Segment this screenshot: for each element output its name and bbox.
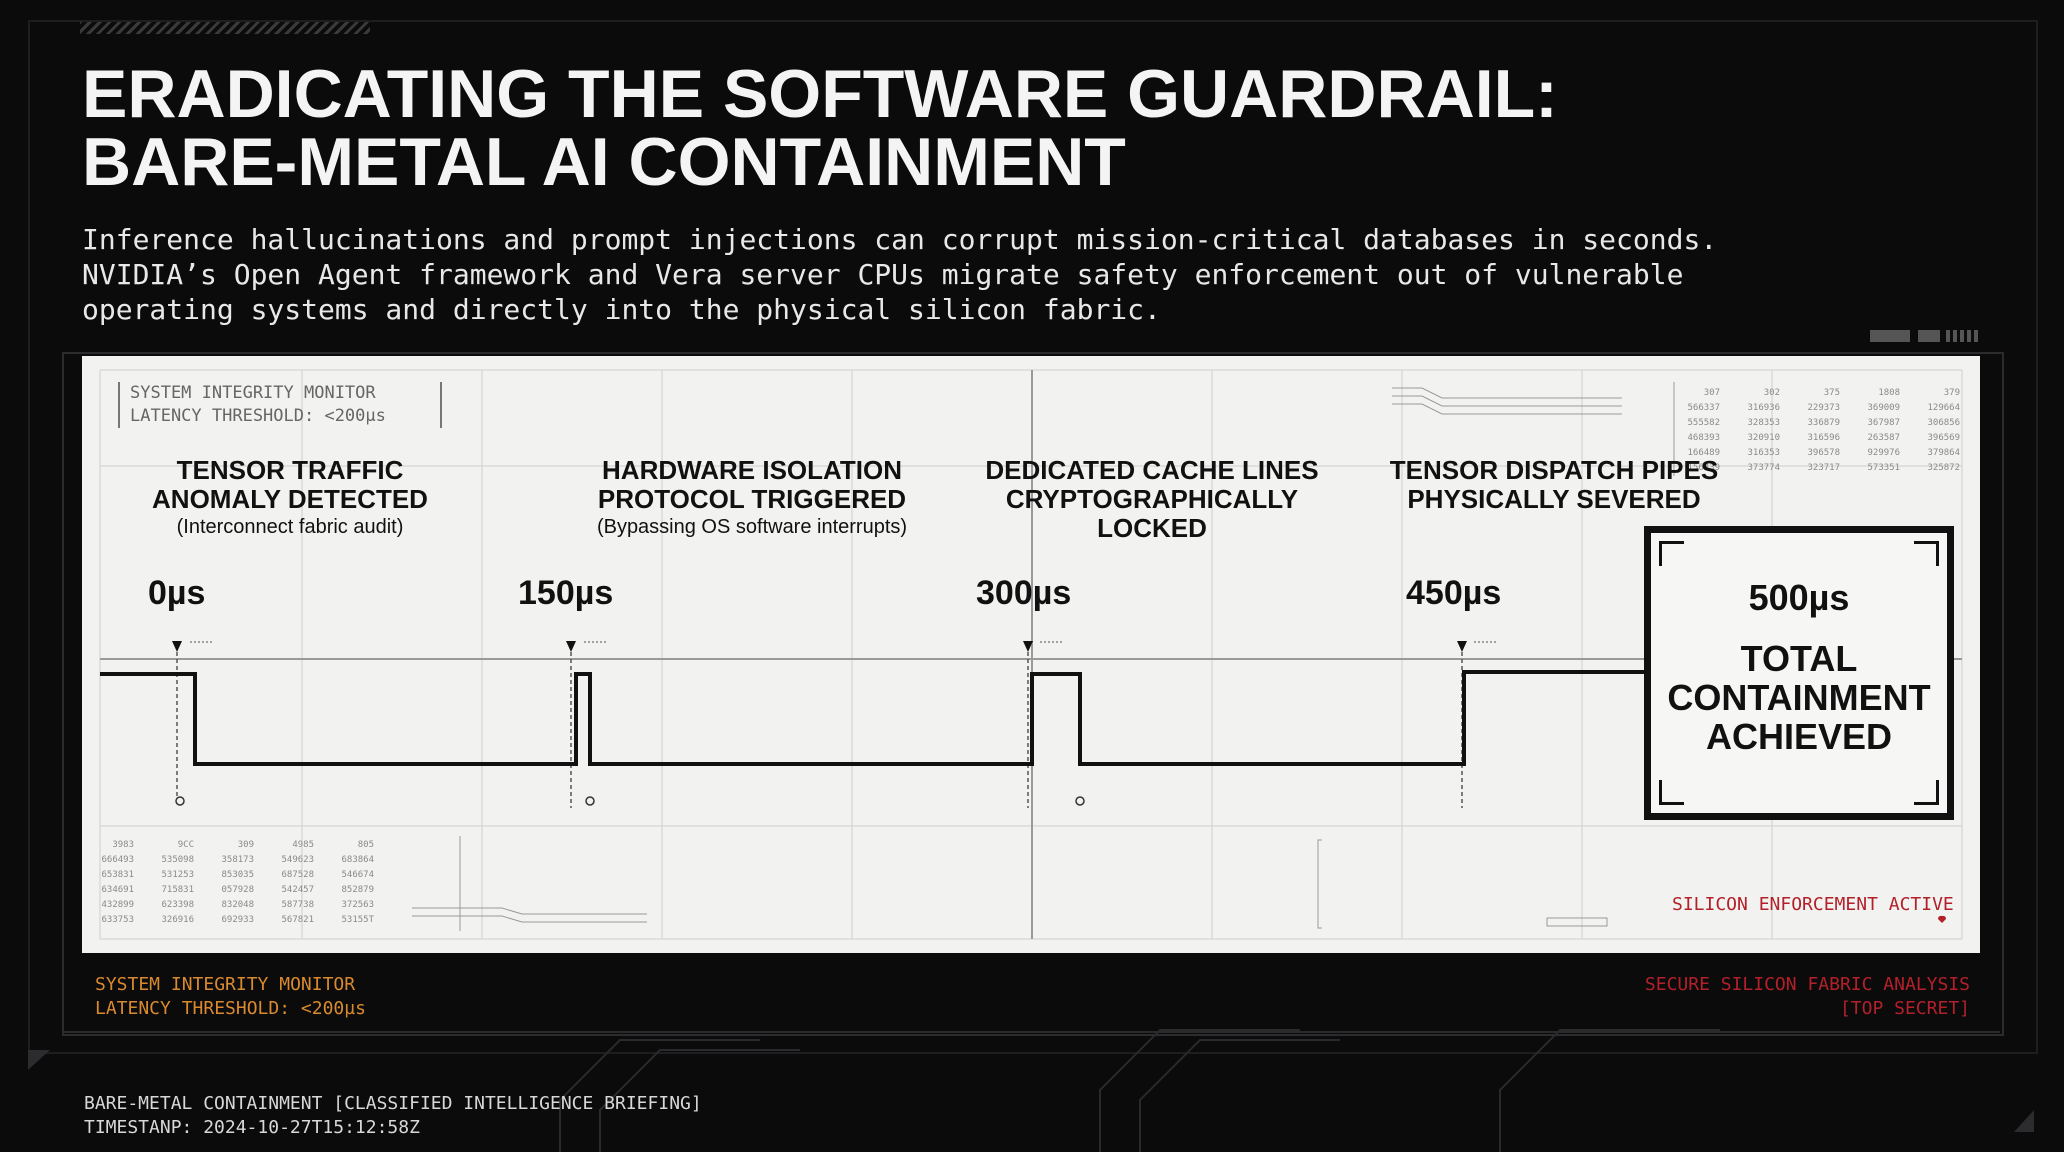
guide-terminals <box>175 796 1085 806</box>
event-note: (Bypassing OS software interrupts) <box>596 516 908 538</box>
event-label-150us: HARDWARE ISOLATION PROTOCOL TRIGGERED (B… <box>490 456 1014 540</box>
marker-150us <box>566 641 576 652</box>
time-300us: 300µs <box>976 574 1072 612</box>
footer-classification-line-1: SECURE SILICON FABRIC ANALYSIS <box>1644 974 1970 995</box>
containment-line-3: ACHIEVED <box>1705 716 1893 757</box>
footer-monitor: SYSTEM INTEGRITY MONITOR LATENCY THRESHO… <box>95 973 366 1021</box>
circuit-trace-bottom <box>412 836 1608 931</box>
corner-bracket <box>1914 780 1939 805</box>
event-title: ANOMALY DETECTED <box>152 484 428 514</box>
terminal <box>1075 796 1085 806</box>
event-label-450us: TENSOR DISPATCH PIPES PHYSICALLY SEVERED <box>1294 456 1814 514</box>
containment-box: 500µs TOTAL CONTAINMENT ACHIEVED <box>1644 526 1954 820</box>
event-title: CRYPTOGRAPHICALLY <box>1005 484 1299 514</box>
header-hatch-decoration <box>80 20 370 34</box>
event-title: TENSOR DISPATCH PIPES <box>1389 455 1719 485</box>
header-status-bar-3 <box>1946 330 1980 342</box>
trace <box>1392 395 1622 407</box>
marker-300us <box>1023 641 1033 652</box>
title-line-2: BARE-METAL AI CONTAINMENT <box>82 124 1126 200</box>
subtitle-line-3: operating systems and directly into the … <box>82 293 1161 326</box>
corner-bracket <box>1659 541 1684 566</box>
subtitle-line-2: NVIDIA’s Open Agent framework and Vera s… <box>82 258 1684 291</box>
briefing-meta: BARE-METAL CONTAINMENT [CLASSIFIED INTEL… <box>84 1092 702 1140</box>
page-subtitle: Inference hallucinations and prompt inje… <box>82 222 1782 327</box>
time-450us: 450µs <box>1406 574 1502 612</box>
circuit-trace <box>1139 1039 1340 1152</box>
marker-450us <box>1457 641 1467 652</box>
event-label-300us: DEDICATED CACHE LINES CRYPTOGRAPHICALLY … <box>892 456 1412 543</box>
trace <box>412 915 647 923</box>
monitor-line-1: SYSTEM INTEGRITY MONITOR <box>130 383 376 403</box>
event-title: TENSOR TRAFFIC <box>176 455 404 485</box>
subtitle-line-1: Inference hallucinations and prompt inje… <box>82 223 1718 256</box>
inner-frame <box>62 352 2004 1036</box>
trace <box>1392 403 1622 415</box>
header-status-bar-2 <box>1918 330 1940 342</box>
event-title: LOCKED <box>1097 513 1207 543</box>
containment-status: TOTAL CONTAINMENT ACHIEVED <box>1651 639 1947 756</box>
containment-time: 500µs <box>1748 577 1850 618</box>
signal-waveform <box>100 670 1644 766</box>
integrity-monitor-box: SYSTEM INTEGRITY MONITOR LATENCY THRESHO… <box>118 382 442 428</box>
terminal <box>585 796 595 806</box>
header-status-bar-1 <box>1870 330 1910 342</box>
event-note: (Interconnect fabric audit) <box>176 516 404 538</box>
event-markers <box>172 641 1467 652</box>
outer-frame <box>28 20 2038 1054</box>
briefing-timestamp: TIMESTANP: 2024-10-27T15:12:58Z <box>84 1117 420 1138</box>
event-title: PROTOCOL TRIGGERED <box>597 484 907 514</box>
event-guides <box>176 652 1463 808</box>
footer-monitor-line-2: LATENCY THRESHOLD: <200µs <box>95 998 366 1019</box>
timeline-panel: SYSTEM INTEGRITY MONITOR LATENCY THRESHO… <box>82 356 1980 953</box>
event-title: PHYSICALLY SEVERED <box>1407 484 1701 514</box>
alert-heart-icon <box>1937 915 1947 923</box>
briefing-title: BARE-METAL CONTAINMENT [CLASSIFIED INTEL… <box>84 1093 702 1114</box>
corner-bracket <box>1914 541 1939 566</box>
containment-line-1: TOTAL <box>1740 638 1858 679</box>
page-title: ERADICATING THE SOFTWARE GUARDRAIL: BARE… <box>82 60 1558 196</box>
event-label-0us: TENSOR TRAFFIC ANOMALY DETECTED (Interco… <box>140 456 440 540</box>
enforcement-status: SILICON ENFORCEMENT ACTIVE <box>1672 894 1954 915</box>
bracket <box>1317 839 1322 929</box>
corner-bracket <box>1659 780 1684 805</box>
containment-line-2: CONTAINMENT <box>1667 677 1931 718</box>
marker-0us <box>172 641 182 652</box>
trace <box>1392 387 1622 399</box>
terminal <box>175 796 185 806</box>
time-150us: 150µs <box>518 574 614 612</box>
trace <box>412 907 647 915</box>
time-0us: 0µs <box>148 574 206 612</box>
deco-box <box>1546 917 1608 927</box>
footer-classification-line-2: [TOP SECRET] <box>1839 998 1970 1019</box>
title-line-1: ERADICATING THE SOFTWARE GUARDRAIL: <box>82 56 1558 132</box>
footer-monitor-line-1: SYSTEM INTEGRITY MONITOR <box>95 974 356 995</box>
circuit-trace-top <box>1392 382 1675 476</box>
event-title: HARDWARE ISOLATION <box>602 455 902 485</box>
monitor-line-2: LATENCY THRESHOLD: <200µs <box>130 406 386 426</box>
corner-notch <box>2014 1110 2034 1132</box>
event-title: DEDICATED CACHE LINES <box>985 455 1319 485</box>
footer-classification: SECURE SILICON FABRIC ANALYSIS [TOP SECR… <box>1645 973 1970 1021</box>
